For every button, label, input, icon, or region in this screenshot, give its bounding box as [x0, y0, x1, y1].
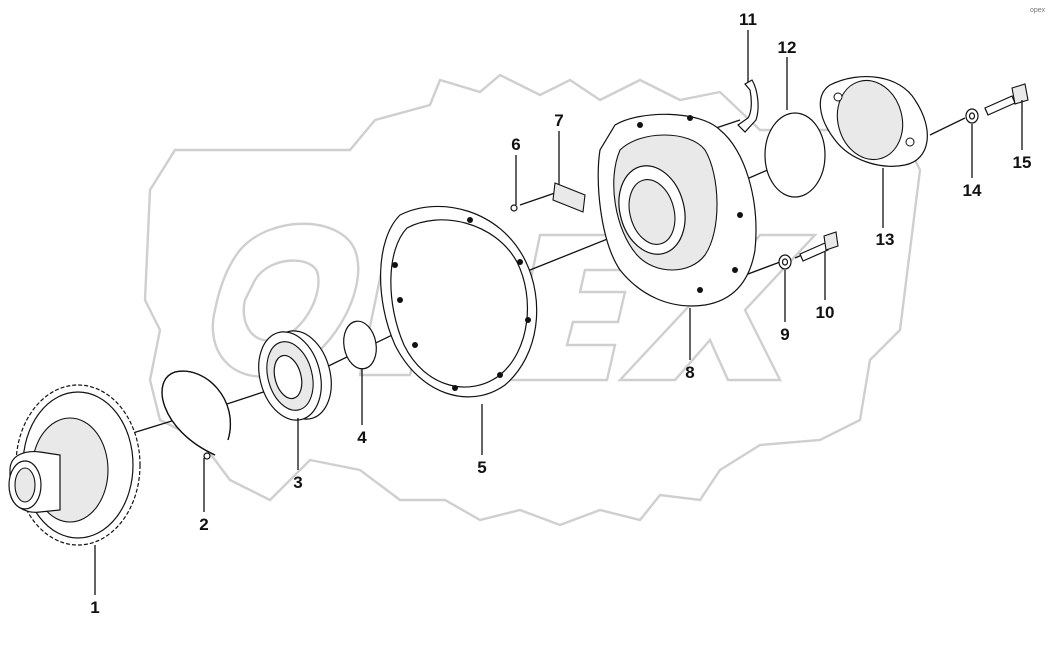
part-10-bolt — [799, 231, 839, 262]
callout-8: 8 — [685, 363, 694, 382]
callout-leaders — [94, 30, 1023, 595]
part-4-ring — [343, 320, 377, 370]
callout-2: 2 — [199, 515, 208, 534]
part-2-snap-ring — [161, 370, 231, 460]
callout-labels: 1 2 3 4 5 6 7 8 9 10 11 12 13 14 15 — [90, 10, 1031, 617]
callout-12: 12 — [778, 38, 797, 57]
callout-6: 6 — [511, 135, 520, 154]
part-13-cover — [819, 75, 928, 167]
callout-5: 5 — [477, 458, 486, 477]
part-3-bearing — [258, 330, 332, 421]
callout-10: 10 — [816, 303, 835, 322]
watermark-gear — [143, 73, 922, 527]
callout-9: 9 — [780, 325, 789, 344]
part-1-gear — [8, 384, 141, 546]
callout-11: 11 — [739, 10, 757, 29]
part-9-washer — [778, 254, 792, 270]
corner-mark: opex — [1030, 7, 1046, 14]
part-14-washer — [965, 108, 979, 124]
callout-1: 1 — [90, 598, 99, 617]
callout-15: 15 — [1013, 153, 1032, 172]
part-12-o-ring — [764, 112, 826, 198]
callout-7: 7 — [554, 111, 563, 130]
part-5-gasket — [379, 205, 538, 398]
callout-4: 4 — [357, 428, 367, 447]
part-6-pin — [510, 204, 518, 212]
part-7-plate — [552, 182, 586, 213]
callout-14: 14 — [963, 181, 982, 200]
callout-13: 13 — [876, 230, 895, 249]
part-15-bolt — [984, 83, 1029, 116]
part-8-housing — [597, 113, 757, 307]
callout-3: 3 — [293, 473, 302, 492]
